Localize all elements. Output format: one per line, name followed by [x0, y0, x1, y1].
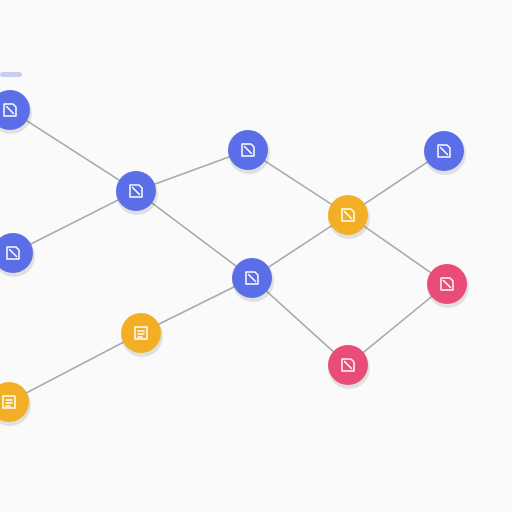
edge-n5-n11	[251, 277, 349, 366]
edge-n7-n10	[347, 214, 448, 285]
document-slash-icon	[6, 246, 20, 260]
left-edge-accent	[0, 72, 22, 77]
edge-n2-n3	[12, 190, 137, 254]
document-slash-icon	[3, 103, 17, 117]
node-n3[interactable]	[116, 171, 158, 215]
edge-n11-n10	[347, 283, 448, 366]
document-slash-icon	[341, 208, 355, 222]
nodes-layer	[0, 90, 469, 426]
document-slash-icon	[245, 271, 259, 285]
edge-n3-n5	[135, 190, 253, 279]
node-n11[interactable]	[328, 345, 370, 389]
node-n5[interactable]	[232, 258, 274, 302]
document-lines-icon	[2, 395, 16, 409]
document-slash-icon	[241, 143, 255, 157]
node-n8[interactable]	[121, 313, 163, 357]
node-n4[interactable]	[228, 130, 270, 174]
edge-n1-n3	[9, 109, 137, 192]
node-n7[interactable]	[328, 195, 370, 239]
node-n2[interactable]	[0, 233, 35, 277]
edges-layer	[8, 109, 448, 403]
edge-n8-n9	[8, 332, 142, 403]
node-n9[interactable]	[0, 382, 31, 426]
node-n1[interactable]	[0, 90, 32, 134]
document-lines-icon	[134, 326, 148, 340]
node-circle[interactable]	[0, 90, 30, 130]
document-slash-icon	[440, 277, 454, 291]
node-circle[interactable]	[121, 313, 161, 353]
node-n10[interactable]	[427, 264, 469, 308]
node-n6[interactable]	[424, 131, 466, 175]
node-circle[interactable]	[0, 233, 33, 273]
document-slash-icon	[437, 144, 451, 158]
edge-n5-n8	[140, 277, 253, 334]
document-slash-icon	[341, 358, 355, 372]
document-slash-icon	[129, 184, 143, 198]
